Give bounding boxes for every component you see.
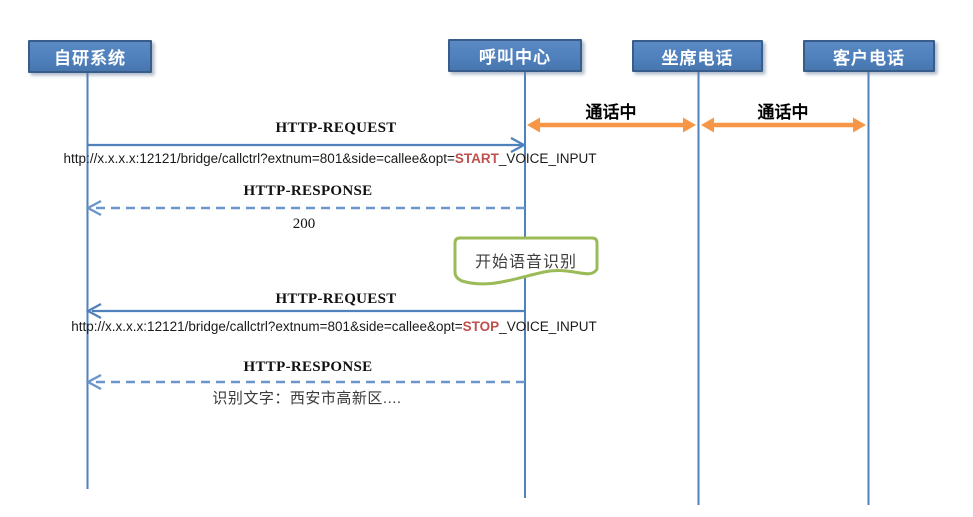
- note-label: 开始语音识别: [474, 254, 578, 271]
- response1-label: HTTP-RESPONSE: [243, 183, 373, 199]
- request1-url-suffix: _VOICE_INPUT: [498, 151, 597, 166]
- actor-label-call-center: 呼叫中心: [479, 48, 551, 67]
- response1-body: 200: [292, 216, 316, 232]
- actor-box-agent-phone: 坐席电话: [632, 40, 763, 72]
- request1-url: http://x.x.x.x:12121/bridge/callctrl?ext…: [64, 151, 597, 166]
- actor-label-self-system: 自研系统: [54, 49, 126, 68]
- request2-url-prefix: http://x.x.x.x:12121/bridge/callctrl?ext…: [71, 319, 463, 334]
- request1-arrow: [88, 137, 527, 153]
- actor-box-call-center: 呼叫中心: [448, 39, 582, 72]
- request1-url-highlight: START: [454, 151, 499, 166]
- request2-url-highlight: STOP: [462, 319, 500, 334]
- request2-url: http://x.x.x.x:12121/bridge/callctrl?ext…: [71, 319, 596, 334]
- request1-label: HTTP-REQUEST: [275, 120, 397, 136]
- call-status-label-1: 通话中: [585, 103, 637, 122]
- call-status-label-2: 通话中: [757, 103, 809, 122]
- actor-label-agent-phone: 坐席电话: [661, 48, 734, 68]
- response2-arrow: [85, 373, 525, 391]
- actor-label-customer-phone: 客户电话: [833, 48, 905, 68]
- response2-label: HTTP-RESPONSE: [243, 359, 373, 375]
- actor-box-customer-phone: 客户电话: [803, 40, 935, 72]
- request1-url-prefix: http://x.x.x.x:12121/bridge/callctrl?ext…: [63, 151, 455, 166]
- request2-label: HTTP-REQUEST: [275, 291, 397, 307]
- note-shape: [453, 236, 599, 286]
- call-active-arrow-2: [701, 117, 866, 133]
- response1-arrow: [85, 199, 525, 217]
- response2-body: 识别文字：西安市高新区....: [212, 390, 402, 407]
- request2-arrow: [85, 303, 525, 319]
- request2-url-suffix: _VOICE_INPUT: [499, 319, 597, 334]
- actor-box-self-system: 自研系统: [28, 40, 152, 73]
- call-active-arrow-1: [527, 117, 696, 133]
